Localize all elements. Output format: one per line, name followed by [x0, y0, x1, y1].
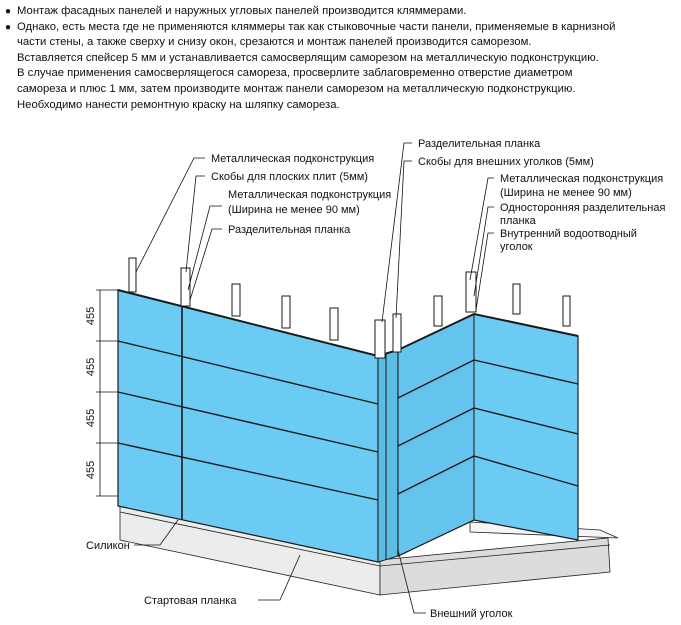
label-outer-corner-brackets: Скобы для внешних уголков (5мм): [418, 156, 594, 168]
label-one-side-separator-2: планка: [500, 215, 537, 227]
label-outer-corner: Внешний уголок: [430, 608, 513, 620]
note-text: Монтаж фасадных панелей и наружных углов…: [17, 5, 467, 17]
side-wall-return: [397, 313, 475, 557]
metal-substructure-posts: [128, 257, 571, 359]
outer-corner-strip: [377, 349, 399, 563]
label-separator-strip: Разделительная планка: [228, 224, 351, 236]
dimension-line: [96, 289, 118, 497]
label-separator-strip-top: Разделительная планка: [418, 138, 541, 150]
dimension-label: 455: [85, 307, 97, 325]
base-plinth-right: [379, 537, 611, 596]
label-width-min: (Ширина не менее 90 мм): [228, 204, 360, 216]
label-silicone: Силикон: [86, 540, 130, 552]
dimension-label: 455: [85, 358, 97, 376]
side-panel-joints: [397, 359, 579, 495]
label-metal-substructure: Металлическая подконструкция: [211, 153, 374, 165]
dimension-label: 455: [85, 461, 97, 479]
label-metal-substructure-2: Металлическая подконструкция: [228, 189, 391, 201]
label-metal-substructure-right: Металлическая подконструкция: [500, 173, 663, 185]
bullet-icon: ●: [5, 6, 12, 17]
leader-lines: [134, 142, 494, 614]
label-one-side-separator: Односторонняя разделительная: [500, 202, 665, 214]
note-text: Однако, есть места где не применяются кл…: [17, 20, 616, 111]
note-item: ● Монтаж фасадных панелей и наружных угл…: [4, 4, 676, 20]
dimension-label: 455: [85, 409, 97, 427]
start-strip-line: [119, 511, 381, 567]
label-start-strip: Стартовая планка: [144, 595, 237, 607]
front-panel-joints: [117, 340, 379, 501]
start-strip-line-right: [379, 544, 611, 567]
label-width-min-right: (Ширина не менее 90 мм): [500, 187, 632, 199]
label-inner-drain-corner: Внутренний водоотводный: [500, 228, 637, 240]
note-item: ● Однако, есть места где не применяются …: [4, 20, 676, 114]
label-inner-drain-corner-2: уголок: [500, 241, 533, 253]
label-flat-brackets: Скобы для плоских плит (5мм): [211, 171, 368, 183]
bullet-icon: ●: [5, 21, 12, 33]
installation-notes: ● Монтаж фасадных панелей и наружных угл…: [4, 4, 676, 113]
